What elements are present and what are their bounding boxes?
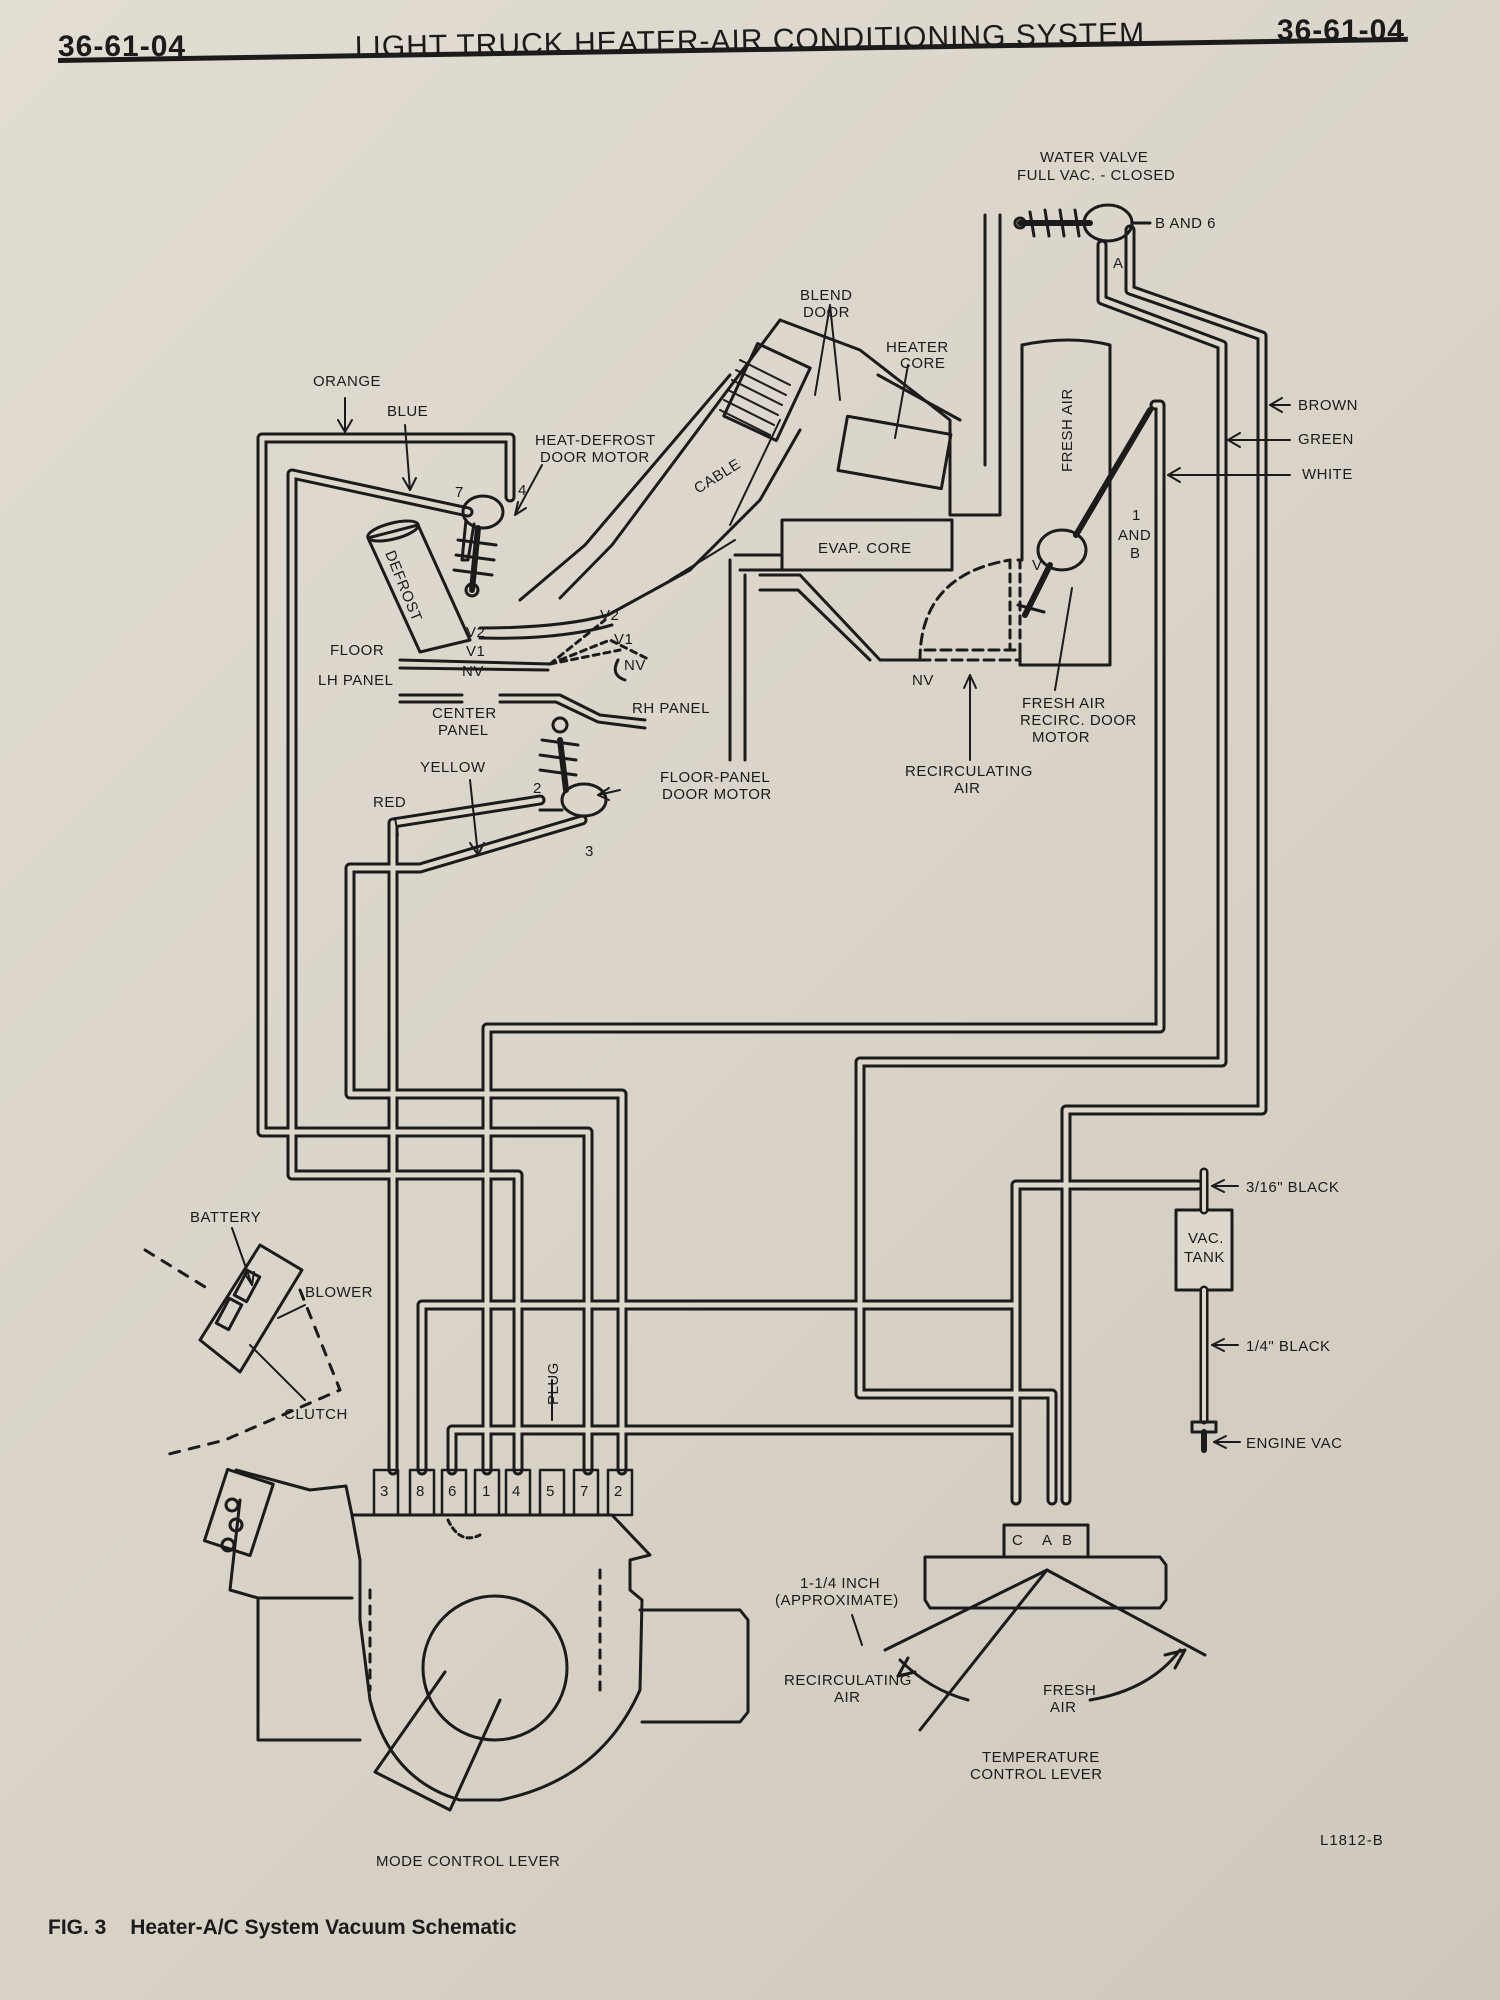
- mode-port-label: 5: [546, 1483, 555, 1500]
- label-heater-core-2: CORE: [900, 355, 945, 372]
- label-blend-door-2: DOOR: [803, 304, 850, 321]
- temp-port-b: B: [1062, 1532, 1073, 1549]
- label-black-14: 1/4" BLACK: [1246, 1338, 1331, 1355]
- label-one: 1: [1132, 507, 1141, 524]
- label-red: RED: [373, 794, 406, 811]
- label-port-2: 2: [533, 780, 542, 797]
- label-lh-panel: LH PANEL: [318, 672, 393, 689]
- label-port-7: 7: [455, 484, 464, 501]
- label-b: B: [1130, 545, 1141, 562]
- label-v1-left: V1: [466, 643, 485, 660]
- label-temp-lever-2: CONTROL LEVER: [970, 1766, 1103, 1783]
- label-engine-vac: ENGINE VAC: [1246, 1435, 1342, 1452]
- label-white: WHITE: [1302, 466, 1353, 483]
- label-port-4: 4: [518, 482, 527, 499]
- label-battery: BATTERY: [190, 1209, 261, 1226]
- label-clutch: CLUTCH: [284, 1406, 348, 1423]
- mode-port-label: 8: [416, 1483, 425, 1500]
- label-blend-door-1: BLEND: [800, 287, 853, 304]
- label-inch-1: 1-1/4 INCH: [800, 1575, 880, 1592]
- label-port-a: A: [1113, 255, 1124, 272]
- label-fresh-lever-1: FRESH: [1043, 1682, 1096, 1699]
- figure-title: Heater-A/C System Vacuum Schematic: [130, 1916, 517, 1939]
- label-mode-lever: MODE CONTROL LEVER: [376, 1853, 560, 1870]
- label-inch-2: (APPROXIMATE): [775, 1592, 899, 1609]
- label-v2-right: V2: [600, 607, 619, 624]
- label-fresh-air-duct: FRESH AIR: [1059, 388, 1076, 472]
- recirc-door-motor: [1016, 407, 1153, 618]
- label-evap-core: EVAP. CORE: [818, 540, 912, 557]
- label-floor-panel-1: FLOOR-PANEL: [660, 769, 770, 786]
- label-recirc-air-1: RECIRCULATING: [905, 763, 1033, 780]
- label-port-3: 3: [585, 843, 594, 860]
- figure-code: L1812-B: [1320, 1832, 1384, 1849]
- leaders: [231, 304, 1291, 1646]
- label-yellow: YELLOW: [420, 759, 486, 776]
- heat-defrost-motor: [452, 494, 505, 598]
- label-recirc-lever-2: AIR: [834, 1689, 861, 1706]
- label-fresh-recirc-3: MOTOR: [1032, 729, 1090, 746]
- label-recirc-air-2: AIR: [954, 780, 981, 797]
- label-nv-left: NV: [462, 663, 484, 680]
- temp-port-a: A: [1042, 1532, 1053, 1549]
- figure-number: FIG. 3: [48, 1916, 107, 1939]
- figure-caption: FIG. 3 Heater-A/C System Vacuum Schemati…: [48, 1916, 517, 1940]
- label-green: GREEN: [1298, 431, 1354, 448]
- label-rh-panel: RH PANEL: [632, 700, 710, 717]
- mode-port-label: 2: [614, 1483, 623, 1500]
- label-nv-recirc: NV: [912, 672, 934, 689]
- mode-port-label: 3: [380, 1483, 389, 1500]
- mode-port-label: 1: [482, 1483, 491, 1500]
- label-fresh-recirc-1: FRESH AIR: [1022, 695, 1106, 712]
- mode-port-label: 7: [580, 1483, 589, 1500]
- mode-port-label: 6: [448, 1483, 457, 1500]
- label-full-vac: FULL VAC. - CLOSED: [1017, 167, 1175, 184]
- label-nv-right: NV: [624, 657, 646, 674]
- label-floor-panel-2: DOOR MOTOR: [662, 786, 772, 803]
- label-fresh-recirc-2: RECIRC. DOOR: [1020, 712, 1137, 729]
- diagram-labels: WATER VALVE FULL VAC. - CLOSED B AND 6 A…: [190, 149, 1358, 1870]
- label-vac-tank-1: VAC.: [1188, 1230, 1224, 1247]
- mode-control-assembly: [202, 1467, 750, 1812]
- label-plug: PLUG: [545, 1362, 562, 1405]
- floor-panel-motor: [538, 716, 608, 818]
- vac-tank: [1174, 1167, 1234, 1453]
- label-heat-defrost-1: HEAT-DEFROST: [535, 432, 656, 449]
- label-blower: BLOWER: [305, 1284, 373, 1301]
- label-water-valve: WATER VALVE: [1040, 149, 1148, 166]
- label-v-recirc: V: [1032, 557, 1043, 574]
- label-recirc-lever-1: RECIRCULATING: [784, 1672, 912, 1689]
- mode-port-label: 4: [512, 1483, 521, 1500]
- label-b-and-6: B AND 6: [1155, 215, 1216, 232]
- temp-port-c: C: [1012, 1532, 1023, 1549]
- label-brown: BROWN: [1298, 397, 1358, 414]
- label-black-316: 3/16" BLACK: [1246, 1179, 1339, 1196]
- blower-switch: [143, 1243, 342, 1457]
- water-valve: [1013, 203, 1152, 243]
- label-v2-left: V2: [466, 624, 485, 641]
- label-and: AND: [1118, 527, 1151, 544]
- label-orange: ORANGE: [313, 373, 381, 390]
- label-blue: BLUE: [387, 403, 428, 420]
- label-floor: FLOOR: [330, 642, 384, 659]
- label-center-panel-1: CENTER: [432, 705, 497, 722]
- label-temp-lever-1: TEMPERATURE: [982, 1749, 1100, 1766]
- label-center-panel-2: PANEL: [438, 722, 489, 739]
- label-heat-defrost-2: DOOR MOTOR: [540, 449, 650, 466]
- hvac-case: [518, 213, 1112, 762]
- label-fresh-lever-2: AIR: [1050, 1699, 1077, 1716]
- temp-control-assembly: [883, 1523, 1207, 1732]
- label-v1-right: V1: [614, 631, 633, 648]
- vacuum-hoses: [256, 224, 1268, 1506]
- label-heater-core-1: HEATER: [886, 339, 949, 356]
- vents: [366, 428, 802, 730]
- label-cable: CABLE: [691, 456, 744, 498]
- label-vac-tank-2: TANK: [1184, 1249, 1225, 1266]
